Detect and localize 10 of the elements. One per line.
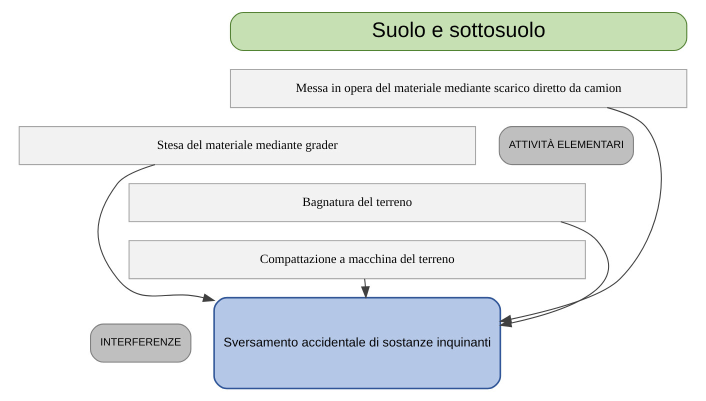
arrow xyxy=(360,278,370,300)
node-box: Compattazione a macchina del terreno xyxy=(128,240,586,280)
node-box: INTERFERENZE xyxy=(90,324,192,363)
node-box: Sversamento accidentale di sostanze inquinanti xyxy=(213,296,502,390)
node-box: Messa in opera del materiale mediante scarico diretto da camion xyxy=(230,69,688,108)
node-box: ATTIVITÀ ELEMENTARI xyxy=(498,126,634,166)
node-box: Stesa del materiale mediante grader xyxy=(18,126,476,166)
node-box: Bagnatura del terreno xyxy=(128,183,586,222)
node-box: Suolo e sottosuolo xyxy=(230,12,688,52)
arrow xyxy=(98,164,216,302)
